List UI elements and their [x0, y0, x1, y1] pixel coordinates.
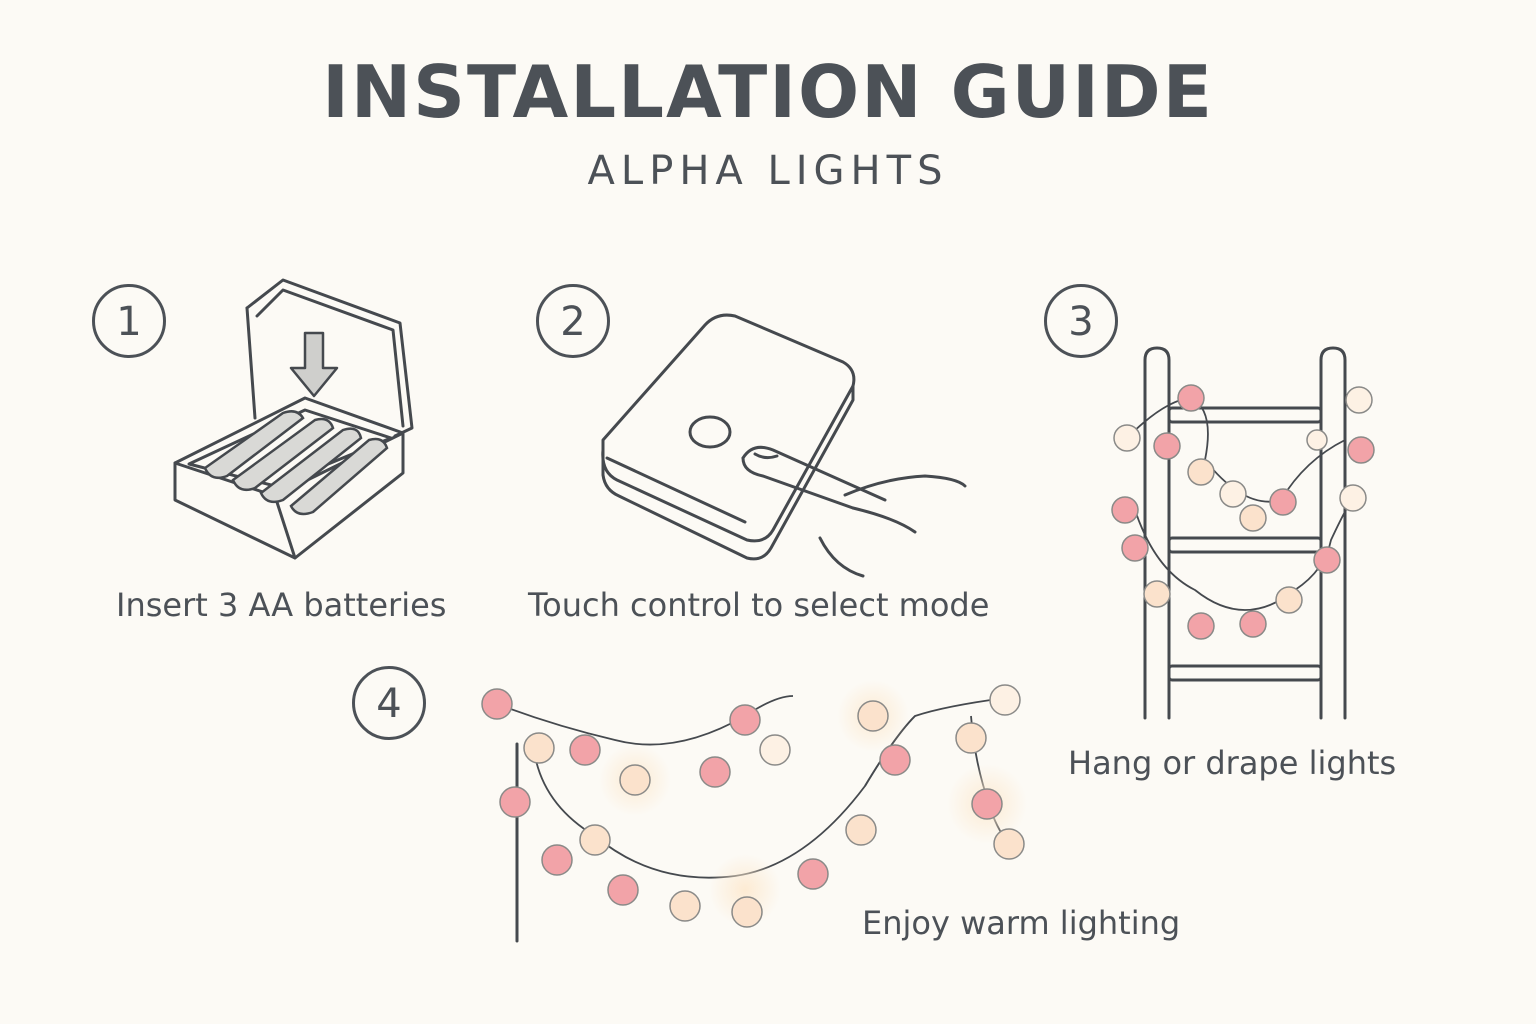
step-4-caption: Enjoy warm lighting	[862, 904, 1181, 942]
down-arrow-icon	[289, 331, 339, 398]
page-title: INSTALLATION GUIDE	[322, 50, 1214, 134]
string-lights-icon	[481, 680, 1027, 943]
step-2-caption: Touch control to select mode	[528, 586, 990, 624]
step-3-caption: Hang or drape lights	[1068, 744, 1397, 782]
remote-control-icon	[601, 313, 967, 578]
step-4-number: 4	[352, 666, 426, 740]
finger-press-icon	[741, 445, 967, 578]
step-1-number: 1	[92, 284, 166, 358]
page-subtitle: ALPHA LIGHTS	[587, 148, 949, 194]
step-1-caption: Insert 3 AA batteries	[116, 586, 447, 624]
step-3-number: 3	[1044, 284, 1118, 358]
battery-box-icon	[173, 278, 414, 560]
step-2-number: 2	[536, 284, 610, 358]
ladder-icon	[1111, 346, 1375, 720]
